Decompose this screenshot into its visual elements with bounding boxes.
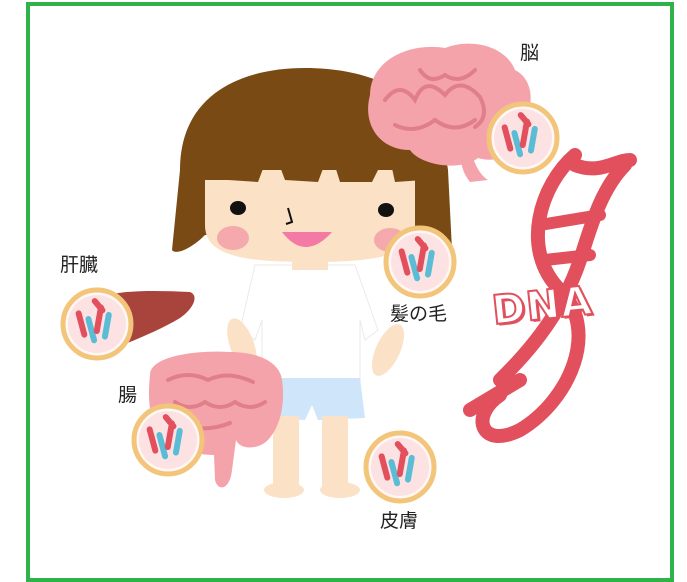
label-brain: 脳: [520, 44, 539, 63]
liver-dna-circle: [63, 290, 131, 358]
label-liver: 肝臓: [60, 256, 98, 275]
label-hair: 髪の毛: [390, 305, 447, 324]
brain-dna-circle: [489, 104, 557, 172]
label-skin: 皮膚: [380, 512, 418, 531]
skin-dna-circle: [366, 433, 434, 501]
label-intestine: 腸: [118, 386, 137, 405]
hair-dna-circle: [386, 228, 454, 296]
intestine-dna-circle: [134, 406, 202, 474]
